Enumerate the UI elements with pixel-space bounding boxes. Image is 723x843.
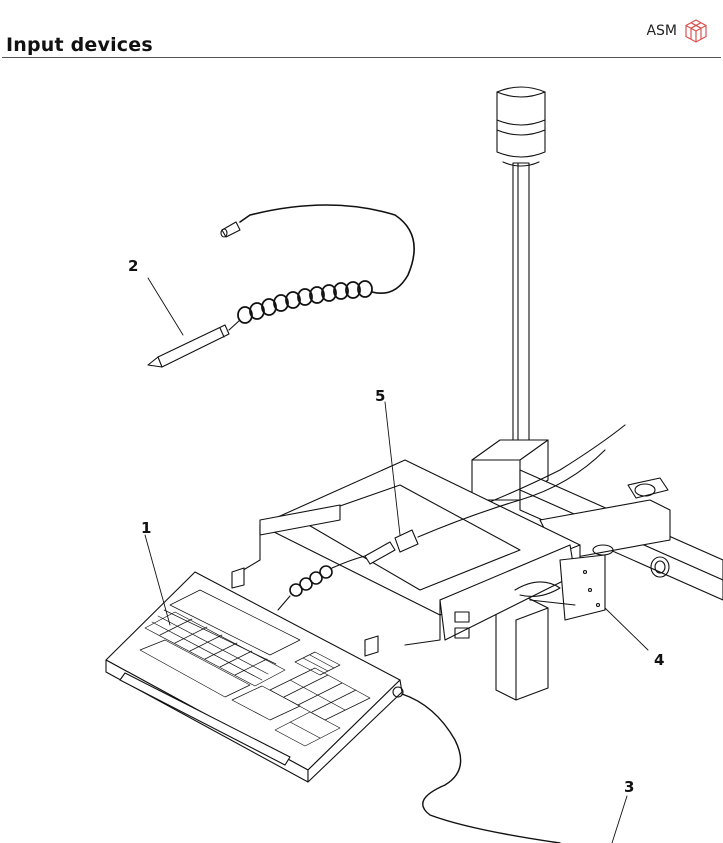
input-devices-drawing: 1 2 3 4 5 — [105, 86, 723, 843]
brand: ASM — [646, 18, 709, 44]
signal-tower — [471, 86, 549, 501]
machine-frame — [429, 424, 723, 701]
header-rule — [2, 57, 721, 58]
keyboard — [105, 571, 561, 843]
asm-cube-logo-icon — [685, 19, 707, 43]
brand-name: ASM — [646, 23, 677, 39]
leader-lines — [144, 277, 649, 843]
callout-5: 5 — [375, 387, 385, 405]
keyboard-tray — [231, 459, 606, 657]
callout-1: 1 — [141, 519, 151, 537]
page-header: Input devices ASM — [0, 0, 723, 60]
callout-4: 4 — [654, 651, 664, 669]
connector-cable — [277, 449, 606, 611]
light-pen — [147, 204, 415, 368]
callout-3: 3 — [624, 778, 634, 796]
page-title: Input devices — [6, 34, 153, 56]
callout-2: 2 — [128, 257, 138, 275]
